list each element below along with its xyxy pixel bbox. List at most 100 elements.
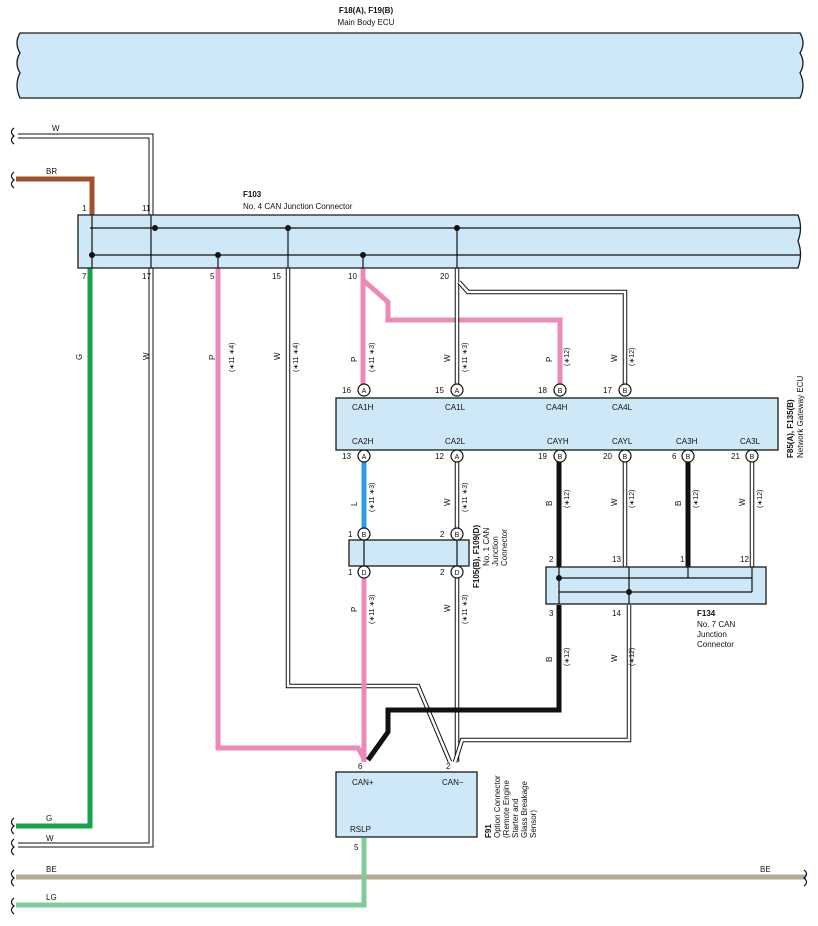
f134-name-1: No. 7 CAN [697, 620, 735, 629]
wire-lg [16, 838, 367, 908]
f91-label-rslp: RSLP [350, 825, 371, 834]
splice-dot [215, 252, 221, 258]
note-p-10: (∗11 ∗3) [369, 343, 376, 373]
main-body-ecu-name: Main Body ECU [338, 18, 395, 27]
f91-name-4: Glass Breakage [520, 781, 529, 838]
note-b-19: (∗12) [564, 490, 571, 508]
f105-conn-1d: D [361, 570, 366, 577]
f134-name-3: Connector [697, 640, 734, 649]
note-p-5: (∗11 ∗4) [229, 343, 236, 373]
f134-pin-13: 13 [612, 555, 621, 564]
wires [16, 133, 806, 908]
label-g-vert: G [75, 354, 84, 360]
f105-pin-2b: 2 [440, 530, 445, 539]
note-w-20: (∗11 ∗3) [462, 343, 469, 373]
wire-br [16, 176, 95, 215]
gw-pin-18: 18 [538, 386, 547, 395]
f91-name-2: (Remote Engine [502, 780, 511, 838]
gw-top-pins: 16 A 15 A 18 B 17 B [342, 383, 632, 397]
f103-code: F103 [243, 190, 262, 199]
label-b-3: B [545, 657, 554, 662]
f105-pin-1b: 1 [348, 530, 353, 539]
gw-label-ca2l: CA2L [445, 437, 466, 446]
note-b-3: (∗12) [564, 648, 571, 666]
main-body-ecu-code: F18(A), F19(B) [339, 6, 394, 15]
break-marks [10, 127, 808, 915]
label-w-17g: W [610, 354, 619, 362]
note-w-17g: (∗12) [629, 348, 636, 366]
gw-label-cayh: CAYH [547, 437, 569, 446]
splice-dot [626, 589, 632, 595]
f91-pin-2: 2 [446, 762, 451, 771]
note-w-2d: (∗11 ∗3) [462, 595, 469, 625]
f105-pin-2d: 2 [440, 568, 445, 577]
f91-name-3: Starter and [511, 798, 520, 838]
f91-label-can-plus: CAN+ [352, 778, 374, 787]
f105-code: F105(B), F109(D) [472, 525, 481, 588]
label-b-19: B [545, 501, 554, 506]
label-w-12: W [443, 498, 452, 506]
label-w-2d: W [443, 604, 452, 612]
gw-conn-20: B [623, 454, 628, 461]
f105-conn-1b: B [362, 532, 367, 539]
f134-pin-2: 2 [549, 555, 554, 564]
f91-code: F91 [484, 824, 493, 838]
note-w-12: (∗11 ∗3) [462, 483, 469, 513]
label-w-14: W [610, 654, 619, 662]
network-gateway-ecu: CA1H CA1L CA4H CA4L CA2H CA2L CAYH CAYL … [335, 376, 805, 463]
gw-pin-16: 16 [342, 386, 351, 395]
note-w-14: (∗12) [629, 648, 636, 666]
gw-conn-13: A [362, 454, 367, 461]
gw-label-ca1h: CA1H [352, 403, 374, 412]
f105-name-3: Connector [500, 529, 509, 566]
label-p-10: P [350, 357, 359, 362]
label-w-20b: W [610, 498, 619, 506]
f91-name-1: Option Connector [493, 775, 502, 838]
gw-label-cayl: CAYL [612, 437, 633, 446]
label-w-17: W [142, 352, 151, 360]
note-w-21: (∗12) [757, 490, 764, 508]
gw-label-ca4l: CA4L [612, 403, 633, 412]
label-be-right: BE [760, 865, 771, 874]
label-w-top: W [52, 124, 60, 133]
f105-name-2: Junction [491, 536, 500, 566]
wire-p-10-ca4h [361, 278, 563, 388]
wire-w-20 [454, 268, 628, 388]
gw-conn-6: B [686, 454, 691, 461]
label-p-1d: P [350, 607, 359, 612]
f103-pin-15: 15 [272, 272, 281, 281]
gw-pin-19: 19 [538, 452, 547, 461]
gw-pin-13: 13 [342, 452, 351, 461]
f91-name-5: Sensor) [529, 810, 538, 838]
gw-conn-17: B [623, 388, 628, 395]
gw-conn-19: B [558, 454, 563, 461]
f91-pin-5: 5 [354, 843, 359, 852]
gw-conn-16: A [362, 388, 367, 395]
f134-code: F134 [697, 609, 716, 618]
note-w-20b: (∗12) [629, 490, 636, 508]
gw-conn-18: B [558, 388, 563, 395]
f103-pin-17: 17 [142, 272, 151, 281]
f91-pin-6: 6 [358, 762, 363, 771]
splice-dot [360, 252, 366, 258]
f103-pin-1: 1 [82, 204, 87, 213]
gw-label-ca1l: CA1L [445, 403, 466, 412]
splice-dot [89, 252, 95, 258]
label-lg: LG [46, 893, 57, 902]
splice-dot [454, 225, 460, 231]
f105-conn-2d: D [454, 570, 459, 577]
label-w-21: W [738, 498, 747, 506]
gw-label-ca2h: CA2H [352, 437, 374, 446]
label-br: BR [46, 167, 57, 176]
f103-pin-7: 7 [82, 272, 87, 281]
gw-conn-15: A [455, 388, 460, 395]
f134-pin-14: 14 [612, 609, 621, 618]
gw-code: F85(A), F135(B) [786, 399, 795, 458]
label-p-18: P [545, 357, 554, 362]
f134-pin-1: 1 [680, 555, 685, 564]
splice-dot [556, 575, 562, 581]
f105-name-1: No. 1 CAN [482, 528, 491, 566]
f105-connector: 1 B 2 B 1 D 2 D F105(B), F109(D) No. 1 C… [348, 525, 509, 588]
f134-connector: 2 13 1 12 3 14 F134 No. 7 CAN Junction C… [545, 555, 767, 649]
